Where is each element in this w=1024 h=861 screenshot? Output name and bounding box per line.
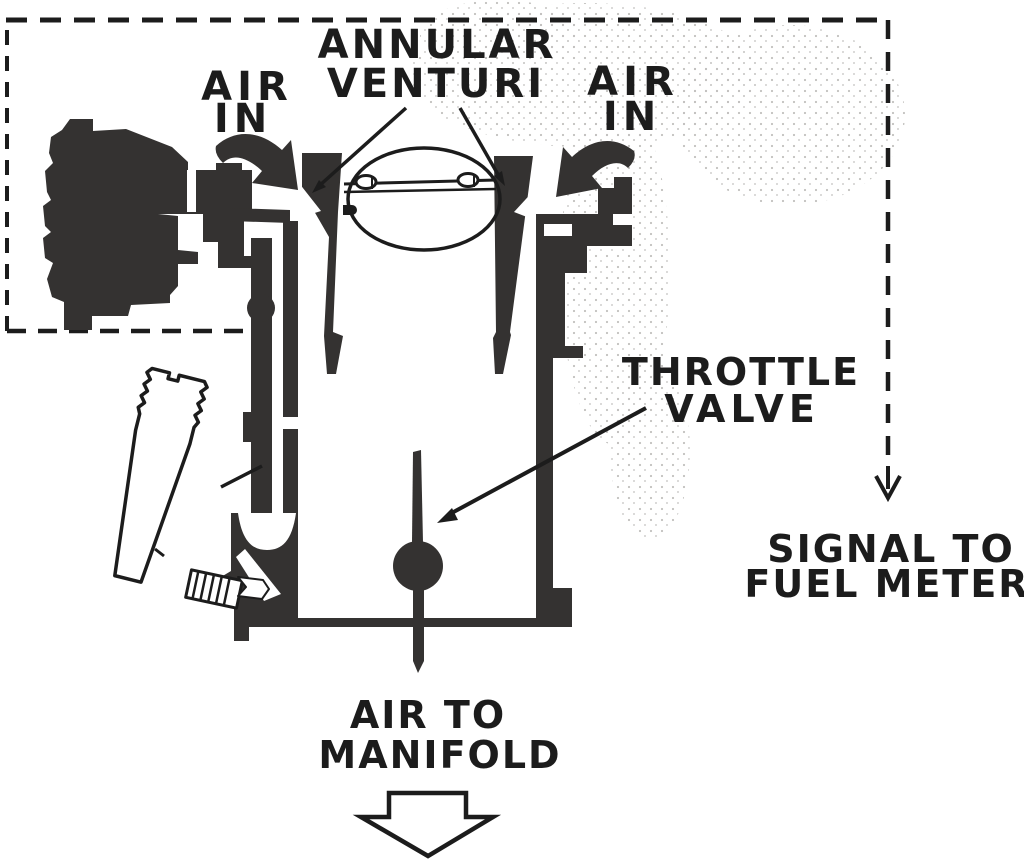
- idle-mixture-screw: [113, 366, 270, 610]
- air-flow-arrow-left-icon: [215, 134, 298, 190]
- signal-to-fuel-meter-label-line2: FUEL METER: [744, 562, 1024, 606]
- left-bore-wall: [283, 221, 298, 515]
- throttle-valve-label-line2: VALVE: [664, 387, 820, 431]
- annular-venturi-label-line1: ANNULAR: [318, 22, 557, 68]
- air-in-right-label-line2: IN: [603, 94, 661, 140]
- horn-notch: [613, 214, 632, 225]
- needle-passage: [236, 549, 281, 601]
- signal-arrowhead-icon: [874, 466, 902, 503]
- signal-to-fuel-meter-label-line1: SIGNAL TO: [767, 527, 1015, 571]
- venturi-bar-lower: [343, 187, 497, 194]
- labels: ANNULAR VENTURI AIR IN AIR IN THROTTLE V…: [201, 22, 1024, 777]
- air-to-manifold-label-line2: MANIFOLD: [318, 733, 561, 777]
- air-in-left-label-line2: IN: [214, 96, 272, 142]
- air-slit-left: [299, 183, 321, 216]
- air-slit-right: [514, 187, 537, 217]
- fuel-meter-block: [216, 163, 242, 214]
- venturi-leader-right-arrowhead-icon: [494, 171, 505, 186]
- throttle-shaft: [393, 541, 443, 591]
- discharge-tab: [343, 205, 357, 215]
- leader-lines: [312, 106, 647, 523]
- right-passage-slot: [544, 224, 572, 236]
- throttle-valve-label-line1: THROTTLE: [622, 350, 860, 394]
- screw-link-line: [220, 464, 263, 489]
- ink-layer: ANNULAR VENTURI AIR IN AIR IN THROTTLE V…: [5, 17, 1024, 859]
- throttle-leader-arrowhead-icon: [437, 508, 458, 523]
- throttle-stem: [413, 589, 424, 673]
- air-horn-wall-right: [598, 177, 632, 246]
- venturi-leader-right: [458, 107, 502, 179]
- screw-thread-coil: [184, 568, 244, 610]
- venturi-leader-left-arrowhead-icon: [312, 180, 326, 193]
- annular-venturi-label-line2: VENTURI: [327, 61, 545, 107]
- venturi-leader-left: [317, 106, 408, 188]
- fuel-bowl-cavity: [238, 513, 296, 550]
- right-bore-wall: [536, 246, 587, 618]
- piston-slot: [187, 170, 196, 212]
- white-cutouts: [187, 170, 632, 601]
- manifold-arrow-icon: [352, 790, 502, 859]
- annular-venturi-assembly: [343, 146, 502, 252]
- air-in-right-label-line1: AIR: [587, 59, 679, 105]
- dashed-boundary: [5, 17, 891, 468]
- air-to-manifold-label-line1: AIR TO: [350, 693, 506, 737]
- venturi-circle: [346, 146, 502, 252]
- throttle-valve: [393, 450, 443, 673]
- throttle-leader: [447, 406, 647, 517]
- left-outer-wall: [243, 238, 275, 515]
- air-in-left-label-line1: AIR: [201, 64, 293, 110]
- air-flow-arrow-right-icon: [556, 140, 635, 197]
- screw-seat: [237, 576, 270, 600]
- stray-mark: [154, 547, 165, 558]
- fuel-meter-step: [203, 214, 252, 268]
- throttle-body-base: [294, 618, 572, 627]
- air-horn-shoulder: [230, 208, 290, 223]
- throttle-plate: [412, 450, 423, 542]
- screw-body: [113, 366, 209, 584]
